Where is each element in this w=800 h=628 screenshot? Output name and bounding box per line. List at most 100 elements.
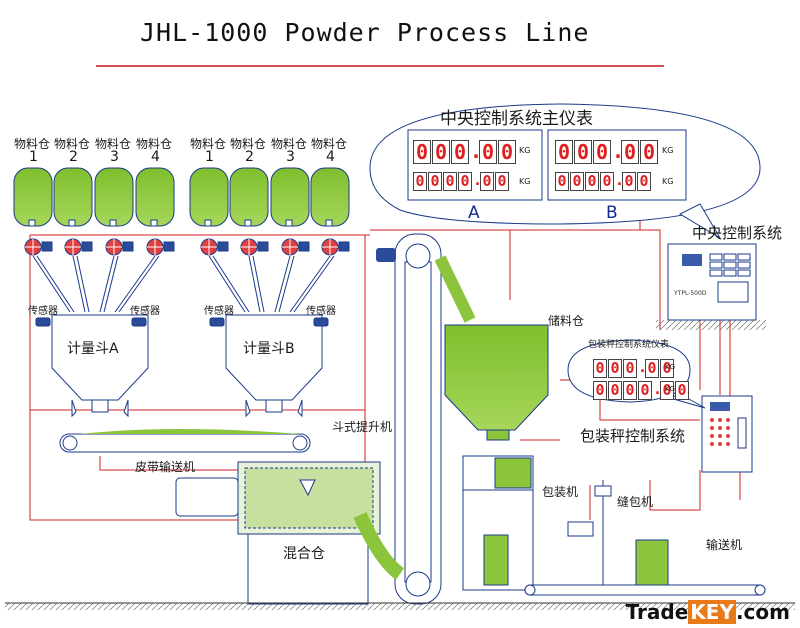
sensor-icons (35, 317, 329, 327)
valve-icon (105, 238, 134, 256)
valve-icon (24, 238, 53, 256)
bin-7 (270, 167, 310, 227)
bin-number: 2 (69, 149, 78, 165)
bin-label: 物料仓 (311, 137, 348, 151)
feeder-valves (24, 238, 350, 256)
packing-machine-label: 包装机 (542, 485, 579, 499)
unit-label: KG (665, 363, 676, 371)
display-digit: 0 (555, 172, 569, 191)
display-digit: 0 (413, 172, 427, 191)
display-digit: 0 (638, 381, 652, 400)
bin-5 (189, 167, 229, 227)
unit-label: KG (662, 146, 674, 155)
display-digit: 0 (458, 172, 472, 191)
sewing-machine-shape (567, 480, 612, 585)
mixer-label: 混合仓 (283, 546, 325, 562)
display-digit: 0 (428, 172, 442, 191)
pack-control-label: 包装秤控制系统 (580, 427, 686, 445)
display-digit: 0 (480, 172, 494, 191)
bins-right (189, 167, 350, 227)
bin-number: 3 (110, 149, 119, 165)
valve-icon (146, 238, 175, 256)
display-digit: . (473, 171, 483, 189)
display-digit: 0 (451, 140, 469, 164)
page-title: JHL-1000 Powder Process Line (140, 18, 590, 47)
watermark-trade: Trade (625, 600, 689, 624)
storage-bin-shape (444, 324, 549, 441)
display-digit: 0 (623, 359, 637, 378)
display-digit: 0 (413, 140, 431, 164)
storage-bin-label: 储料仓 (548, 314, 585, 328)
display-digit: 0 (479, 140, 497, 164)
main-panel-title: 中央控制系统主仪表 (440, 109, 593, 129)
bin-number: 1 (205, 149, 214, 165)
conveyor-label: 输送机 (706, 538, 743, 552)
central-control-cabinet (656, 243, 766, 330)
display-digit: 0 (608, 381, 622, 400)
bin-label: 物料仓 (190, 137, 227, 151)
display-digit: 0 (574, 140, 592, 164)
display-digit: 0 (640, 140, 658, 164)
display-digit: 0 (593, 359, 607, 378)
display-digit: 0 (570, 172, 584, 191)
bin-label: 物料仓 (136, 137, 173, 151)
bin-2 (53, 167, 93, 227)
display-digit: 0 (637, 172, 651, 191)
display-digit: 0 (608, 359, 622, 378)
unit-label: KG (665, 385, 676, 393)
bin-number: 3 (286, 149, 295, 165)
display-digit: 0 (555, 140, 573, 164)
packing-machine-shape (462, 455, 534, 591)
sensor-label: 传感器 (204, 306, 234, 317)
bin-label: 物料仓 (230, 137, 267, 151)
valve-icon (200, 238, 229, 256)
bin-label: 物料仓 (95, 137, 132, 151)
display-digit: 0 (498, 140, 516, 164)
unit-label: KG (662, 177, 674, 186)
panel-a-label: A (468, 203, 480, 223)
bin-number: 4 (326, 149, 335, 165)
valve-icon (64, 238, 93, 256)
bin-label: 物料仓 (14, 137, 51, 151)
unit-label: KG (519, 146, 531, 155)
bin-number: 2 (245, 149, 254, 165)
display-digit: 0 (593, 381, 607, 400)
display-digit: 0 (443, 172, 457, 191)
hopper-b-label: 计量斗B (243, 341, 295, 357)
display-digit: . (638, 358, 648, 376)
sewing-machine-label: 缝包机 (617, 495, 654, 509)
bin-6 (229, 167, 269, 227)
display-digit: 0 (621, 140, 639, 164)
valve-icon (240, 238, 269, 256)
display-digit: 0 (660, 381, 674, 400)
sensor-label: 传感器 (306, 306, 336, 317)
central-control-label: 中央控制系统 (692, 224, 783, 242)
display-digit: . (470, 139, 483, 163)
display-digit: 0 (495, 172, 509, 191)
watermark-com: .com (735, 600, 790, 624)
display-digit: 0 (645, 359, 659, 378)
unit-label: KG (519, 177, 531, 186)
display-digit: 0 (660, 359, 674, 378)
sensor-label: 传感器 (28, 306, 58, 317)
display-digit: . (612, 139, 625, 163)
mixer-shape (175, 461, 381, 605)
valve-icon (321, 238, 350, 256)
display-digit: 0 (585, 172, 599, 191)
panel-b-label: B (606, 203, 618, 223)
display-digit: . (653, 380, 663, 398)
bin-number: 4 (151, 149, 160, 165)
hopper-b-shape (225, 314, 323, 418)
bin-label: 物料仓 (54, 137, 91, 151)
bin-4 (135, 167, 175, 227)
watermark-key: KEY (688, 600, 736, 624)
bins-left (13, 167, 175, 227)
display-digit: 0 (622, 172, 636, 191)
feed-pipes (32, 255, 335, 313)
